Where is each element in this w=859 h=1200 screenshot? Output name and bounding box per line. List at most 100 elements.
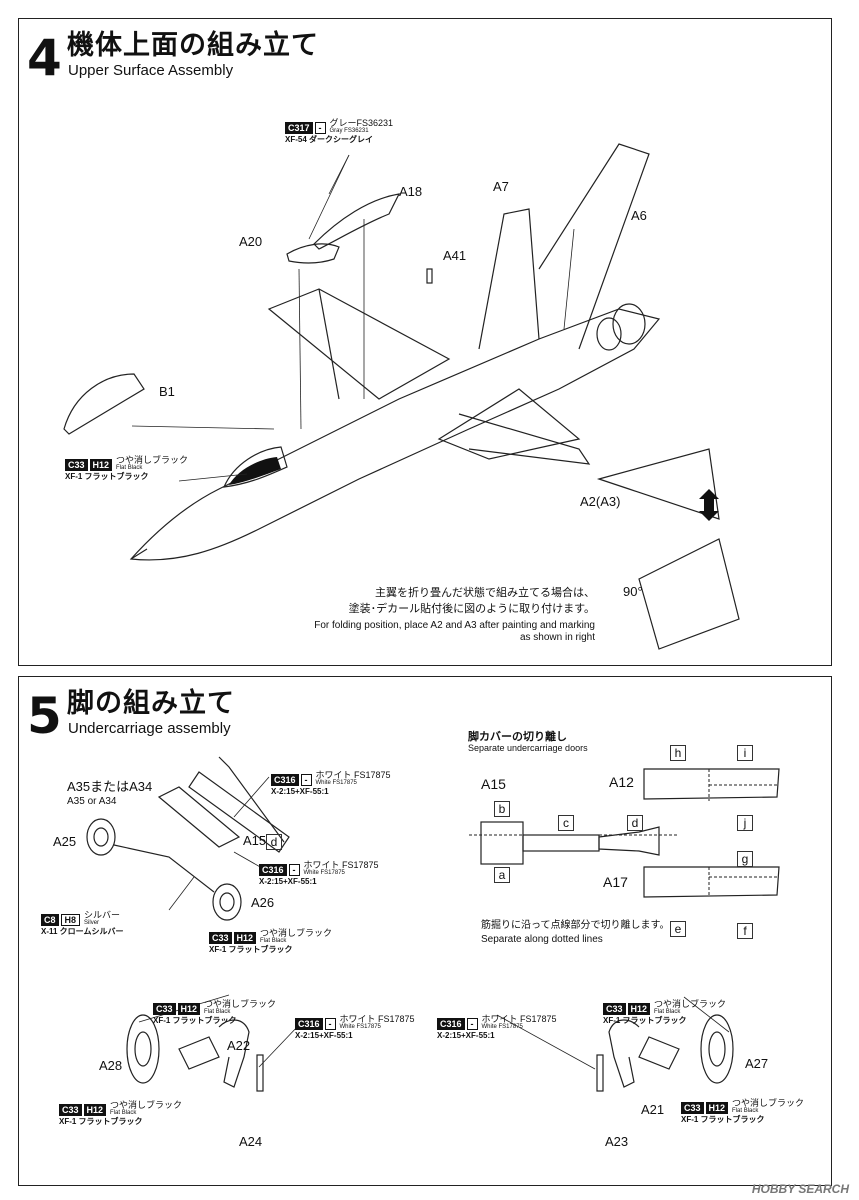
paint-name-en: White FS17875 [315,780,357,786]
paint-code-alt: H12 [177,1003,201,1015]
sep-label-a12: A12 [609,774,634,790]
paint-code-alt: H12 [705,1102,729,1114]
paint-code: C33 [209,932,232,944]
paint-mix: X-2:15+XF-55:1 [295,1031,353,1040]
step-number: 4 [27,29,62,87]
step-number: 5 [27,687,62,745]
sep-note-jp: 筋掘りに沿って点線部分で切り離します。 [481,920,670,931]
paint-name-en: White FS17875 [303,870,345,876]
folding-note-jp-2: 塗装･デカール貼付後に図のように取り付けます。 [348,602,595,615]
paint-name-en: Silver [84,920,100,926]
paint-name-jp: つや消しブラック [204,999,277,1009]
angle-label: 90° [623,584,643,599]
sep-letter-c: c [558,815,574,831]
paint-code: C317 [285,122,313,134]
sep-letter-f: f [737,923,753,939]
part-label-a41: A41 [443,248,467,263]
part-label-a35-en: A35 or A34 [67,796,117,807]
paint-name-en: Flat Black [260,938,287,944]
paint-mix: X-2:15+XF-55:1 [271,787,329,796]
paint-name-jp: つや消しブラック [260,928,333,938]
paint-code: C8 [41,914,59,926]
sep-letter-d: d [627,815,643,831]
part-label-a26: A26 [251,895,275,910]
paint-mix: X-2:15+XF-55:1 [259,877,317,886]
paint-code: C316 [437,1018,465,1030]
paint-code-alt: H12 [233,932,257,944]
sep-letter-a: a [494,867,510,883]
paint-name-jp: つや消しブラック [654,999,727,1009]
part-letter-d: d [266,834,282,850]
step-title-jp: 機体上面の組み立て [67,30,319,61]
paint-code: C33 [603,1003,626,1015]
paint-name-en: Flat Black [116,465,143,471]
paint-mix: X-2:15+XF-55:1 [437,1031,495,1040]
paint-name-jp: グレーFS36231 [329,118,394,128]
part-label-b1: B1 [159,384,175,399]
paint-code: C33 [681,1102,704,1114]
paint-mix: X-11 クロームシルバー [41,927,124,936]
paint-code-alt: - [300,774,312,786]
paint-callout-black: C33 H12 つや消しブラック Flat Black XF-1 フラットブラッ… [65,456,188,481]
separate-title-jp: 脚カバーの切り離し [468,730,567,743]
paint-code-alt: - [314,122,326,134]
aircraft-upper-illustration [63,143,740,650]
paint-mix: XF-1 フラットブラック [59,1117,143,1126]
paint-code-alt: - [466,1018,478,1030]
paint-name-en: Flat Black [732,1108,759,1114]
sep-label-a17: A17 [603,874,628,890]
paint-name-jp: ホワイト FS17875 [481,1014,557,1024]
paint-name-jp: ホワイト FS17875 [303,860,379,870]
paint-name-en: Flat Black [110,1110,137,1116]
undercarriage-illustration [86,756,780,1092]
part-label-a23: A23 [605,1134,629,1149]
watermark: HOBBY SEARCH [751,1182,849,1196]
paint-code: C33 [153,1003,176,1015]
paint-code: C33 [59,1104,82,1116]
part-label-a2a3: A2(A3) [580,494,621,509]
step-5-panel: 5 脚の組み立て Undercarriage assembly [18,676,832,1186]
paint-code-alt: H8 [60,914,81,926]
paint-name-en: White FS17875 [481,1024,523,1030]
paint-name-jp: つや消しブラック [732,1098,805,1108]
sep-label-a15: A15 [481,776,506,792]
folding-note-en-2: as shown in right [519,632,595,643]
part-label-a35: A35またはA34 [67,779,153,794]
step-title-jp: 脚の組み立て [67,688,235,719]
sep-letter-e: e [670,921,686,937]
paint-name-jp: シルバー [84,910,121,920]
paint-code: C316 [271,774,299,786]
sep-letter-i: i [737,745,753,761]
paint-mix: XF-54 ダークシーグレイ [285,135,374,144]
part-label-a15: A15 [243,833,267,848]
step-title-en: Upper Surface Assembly [68,62,234,79]
paint-name-jp: ホワイト FS17875 [315,770,391,780]
paint-name-jp: つや消しブラック [110,1100,183,1110]
paint-code: C316 [295,1018,323,1030]
separate-title-en: Separate undercarriage doors [468,743,588,753]
paint-code-alt: H12 [83,1104,107,1116]
part-label-a7: A7 [493,179,509,194]
paint-name-en: Flat Black [204,1009,231,1015]
part-label-a28: A28 [99,1058,123,1073]
part-label-a25: A25 [53,834,77,849]
step-4-panel: 4 機体上面の組み立て Upper Surface Assembly [18,18,832,666]
sep-letter-g: g [737,851,753,867]
part-label-a27: A27 [745,1056,769,1071]
paint-name-en: White FS17875 [339,1024,381,1030]
paint-code-alt: - [288,864,300,876]
part-label-a6: A6 [631,208,647,223]
paint-name-jp: ホワイト FS17875 [339,1014,415,1024]
part-label-a22: A22 [227,1038,251,1053]
paint-code-alt: H12 [627,1003,651,1015]
sep-letter-b: b [494,801,510,817]
